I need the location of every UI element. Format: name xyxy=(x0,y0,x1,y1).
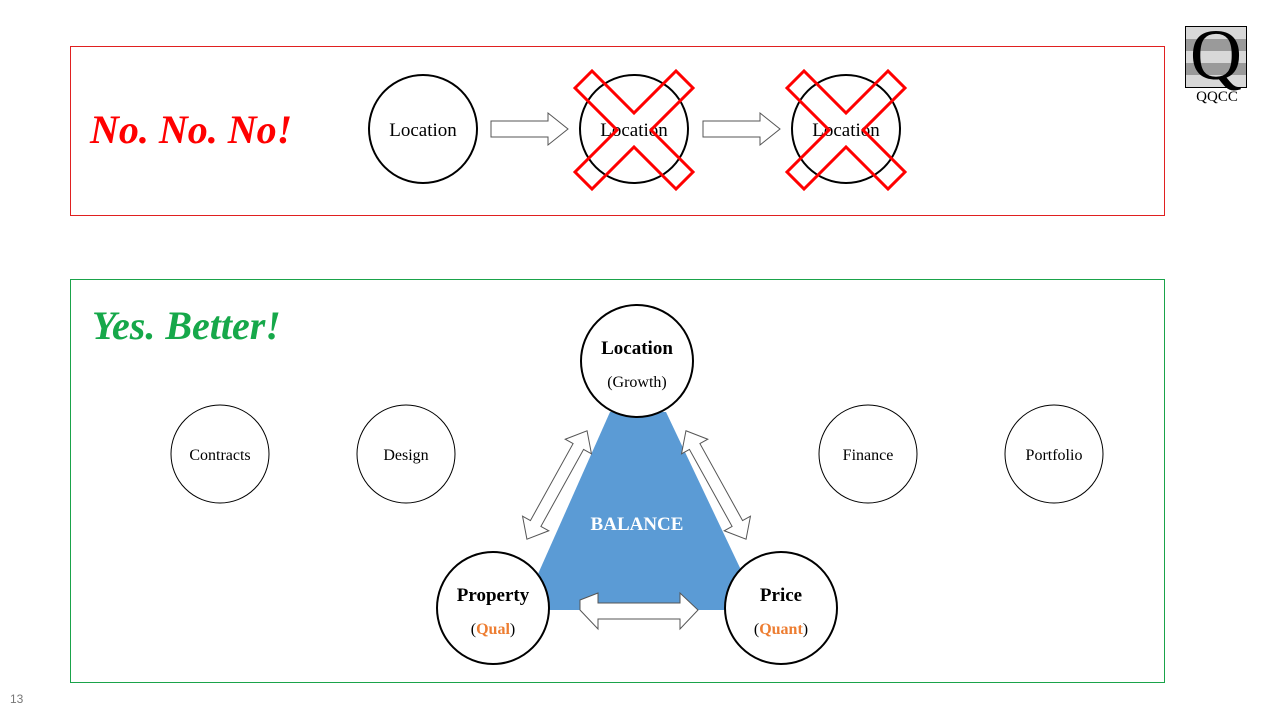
portfolio-label: Portfolio xyxy=(1026,447,1083,464)
finance-node xyxy=(818,404,918,504)
qqcc-logo: Q QQCC xyxy=(1184,19,1248,106)
portfolio-node xyxy=(1004,404,1104,504)
flow-circle-3 xyxy=(791,74,901,184)
location-node-title: Location xyxy=(601,338,673,359)
flow-arrow-2 xyxy=(702,111,781,147)
flow-arrow-1 xyxy=(490,111,569,147)
double-arrow-left xyxy=(521,430,593,540)
property-node xyxy=(436,551,550,665)
finance-label: Finance xyxy=(843,447,894,464)
property-node-title: Property xyxy=(457,585,530,606)
flow-circle-1 xyxy=(368,74,478,184)
double-arrow-right xyxy=(680,430,752,540)
contracts-label: Contracts xyxy=(189,447,250,464)
design-label: Design xyxy=(383,447,428,464)
yes-headline: Yes. Better! xyxy=(92,303,281,348)
no-headline: No. No. No! xyxy=(90,107,293,152)
logo-mark: Q xyxy=(1185,19,1247,91)
logo-caption: QQCC xyxy=(1196,89,1238,105)
flow-label-3: Location xyxy=(812,120,880,141)
price-node-sub: (Quant) xyxy=(754,621,808,638)
no-panel xyxy=(70,46,1165,216)
contracts-node xyxy=(170,404,270,504)
location-node xyxy=(580,304,694,418)
slide-number: 13 xyxy=(10,692,24,706)
cross-icon xyxy=(572,68,696,192)
double-arrow-bottom xyxy=(579,591,699,631)
yes-panel xyxy=(70,279,1165,683)
flow-label-1: Location xyxy=(389,120,457,141)
location-node-sub: (Growth) xyxy=(607,374,667,391)
property-node-sub: (Qual) xyxy=(471,621,515,638)
logo-letter: Q xyxy=(1190,15,1242,95)
price-node-title: Price xyxy=(760,585,802,606)
flow-circle-2 xyxy=(579,74,689,184)
balance-label: BALANCE xyxy=(591,514,684,535)
design-node xyxy=(356,404,456,504)
balance-triangle xyxy=(522,412,760,610)
price-node xyxy=(724,551,838,665)
flow-label-2: Location xyxy=(600,120,668,141)
cross-icon xyxy=(784,68,908,192)
